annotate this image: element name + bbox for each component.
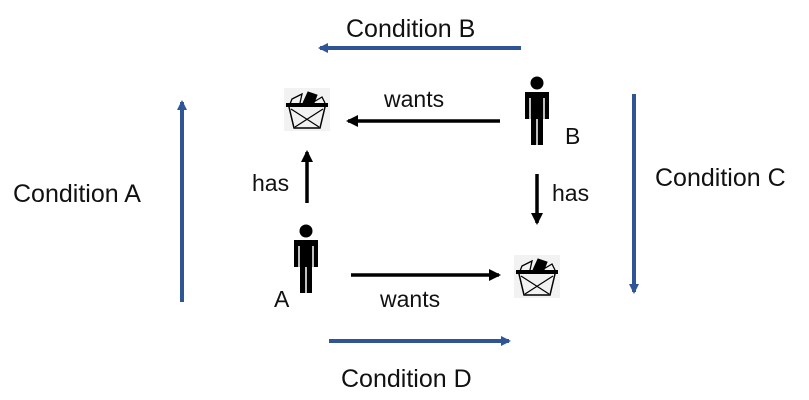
b-has-label: has — [552, 180, 590, 206]
person-icon — [525, 76, 549, 145]
person-icon — [294, 224, 318, 293]
b-wants-label: wants — [384, 86, 445, 112]
condition-a-label: Condition A — [13, 180, 141, 208]
actor-a-label: A — [274, 286, 290, 312]
actor-b-label: B — [565, 123, 581, 149]
basket-icon — [284, 88, 330, 131]
a-wants-label: wants — [380, 286, 441, 312]
condition-b-label: Condition B — [346, 15, 476, 43]
basket-icon — [514, 255, 560, 298]
a-has-label: has — [252, 170, 290, 196]
condition-c-label: Condition C — [655, 164, 786, 192]
condition-d-label: Condition D — [341, 365, 472, 393]
